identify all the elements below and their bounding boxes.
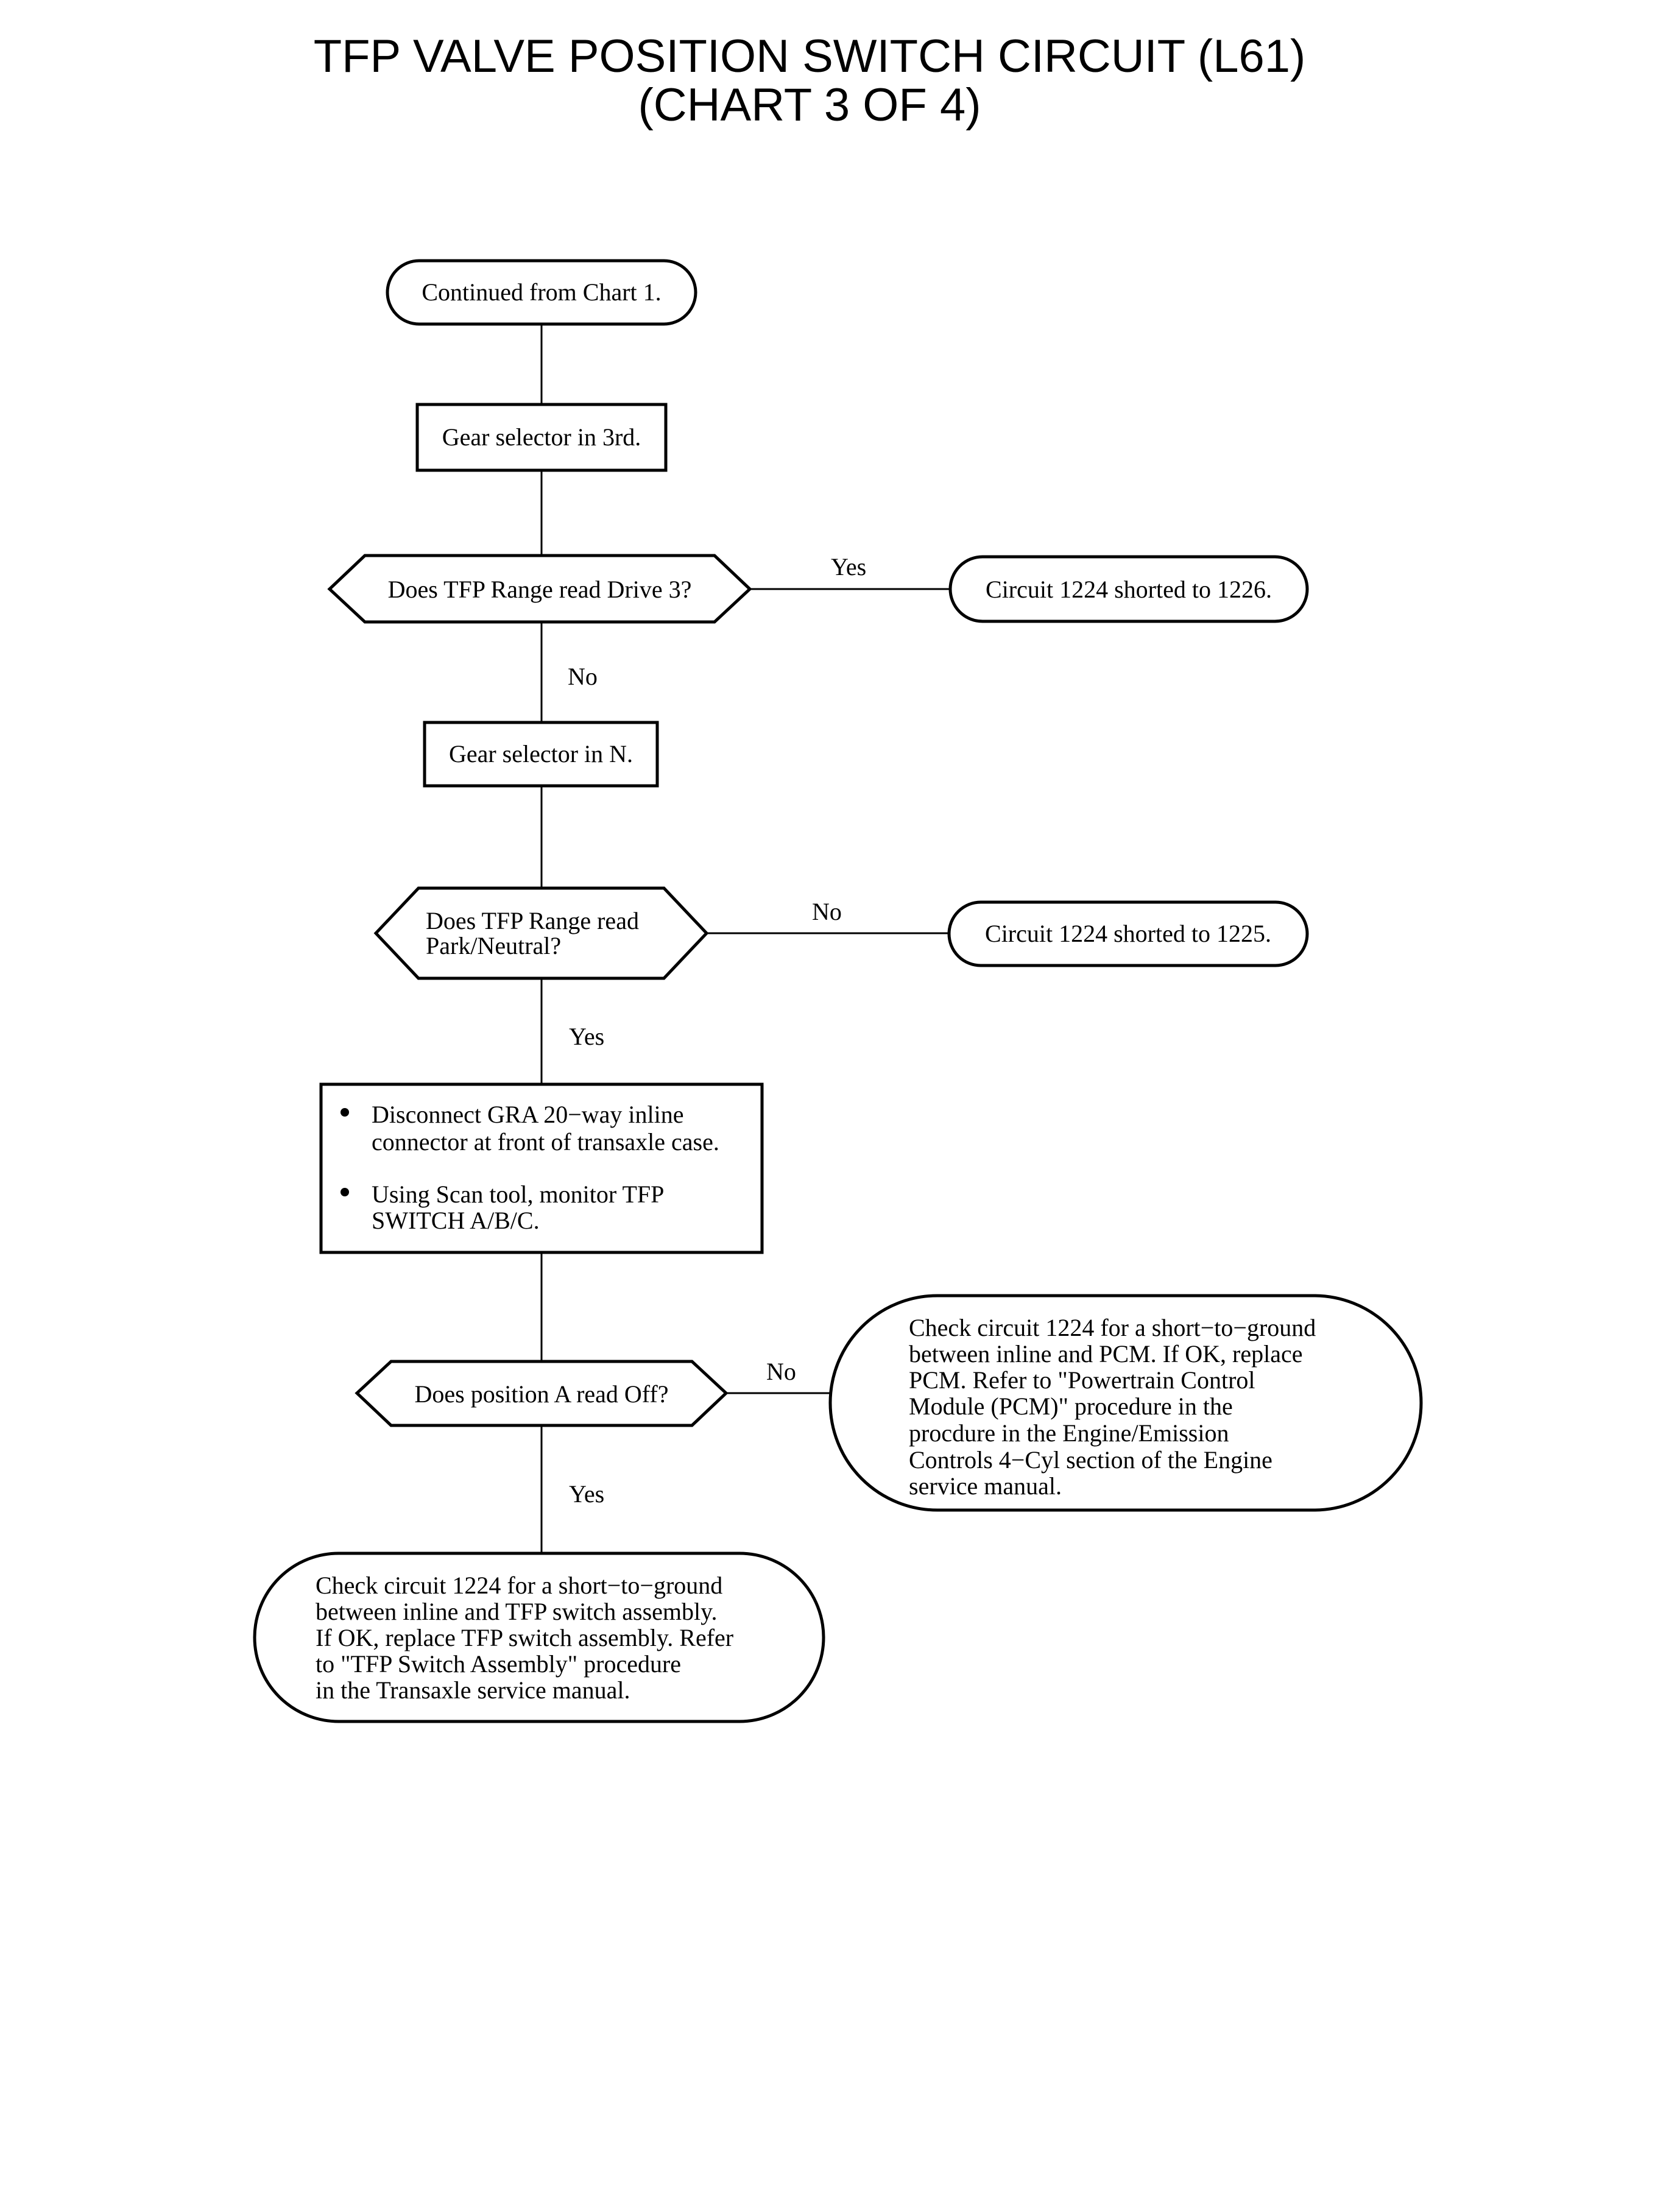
node-short1225-text: Circuit 1224 shorted to 1225. — [985, 920, 1271, 947]
node-check-pcm-line3: PCM. Refer to "Powertrain Control — [909, 1366, 1255, 1394]
terminator-shape — [947, 900, 1309, 967]
terminator-shape — [253, 1552, 825, 1723]
node-check-tfp: Check circuit 1224 for a short−to−ground… — [253, 1552, 825, 1723]
label-drive3-yes: Yes — [831, 553, 866, 581]
node-gear3-text: Gear selector in 3rd. — [442, 423, 641, 451]
label-park-no: No — [812, 898, 842, 925]
label-park-yes: Yes — [569, 1023, 604, 1050]
node-short1225: Circuit 1224 shorted to 1225. — [947, 900, 1309, 967]
node-check-tfp-line5: in the Transaxle service manual. — [316, 1676, 630, 1704]
diagram-title-line2: (CHART 3 OF 4) — [638, 79, 981, 131]
node-disconnect-b2-line1: Using Scan tool, monitor TFP — [372, 1181, 664, 1208]
terminator-shape — [948, 555, 1309, 623]
node-disconnect-b1-line1: Disconnect GRA 20−way inline — [372, 1101, 683, 1128]
node-gearN: Gear selector in N. — [423, 721, 659, 788]
terminator-shape — [828, 1294, 1423, 1512]
decision-shape — [373, 886, 709, 980]
node-q-drive3-text: Does TFP Range read Drive 3? — [388, 576, 692, 603]
node-check-pcm-line6: Controls 4−Cyl section of the Engine — [909, 1446, 1272, 1474]
node-check-tfp-line4: to "TFP Switch Assembly" procedure — [316, 1650, 681, 1678]
connectors — [540, 324, 950, 1553]
node-q-posA: Does position A read Off? — [355, 1360, 729, 1427]
label-posA-no: No — [766, 1358, 796, 1385]
node-check-tfp-line2: between inline and TFP switch assembly. — [316, 1598, 718, 1625]
diagram-title-line1: TFP VALVE POSITION SWITCH CIRCUIT (L61) — [313, 30, 1306, 82]
decision-shape — [327, 554, 752, 624]
process-box — [415, 403, 668, 472]
node-start-text: Continued from Chart 1. — [422, 278, 661, 306]
process-box — [423, 721, 659, 788]
node-short1226: Circuit 1224 shorted to 1226. — [948, 555, 1309, 623]
node-disconnect-b2-line2: SWITCH A/B/C. — [372, 1207, 540, 1234]
process-box — [319, 1082, 764, 1254]
bullet-icon — [341, 1188, 349, 1196]
node-check-tfp-line1: Check circuit 1224 for a short−to−ground — [316, 1572, 722, 1599]
node-disconnect: Disconnect GRA 20−way inline connector a… — [319, 1082, 764, 1254]
node-check-pcm-line7: service manual. — [909, 1472, 1062, 1500]
node-gearN-text: Gear selector in N. — [449, 740, 633, 768]
node-q-park: Does TFP Range read Park/Neutral? — [373, 886, 709, 980]
terminator-shape — [386, 259, 697, 326]
node-check-pcm: Check circuit 1224 for a short−to−ground… — [828, 1294, 1423, 1512]
node-start: Continued from Chart 1. — [386, 259, 697, 326]
node-gear3: Gear selector in 3rd. — [415, 403, 668, 472]
node-short1226-text: Circuit 1224 shorted to 1226. — [986, 576, 1272, 603]
node-q-drive3: Does TFP Range read Drive 3? — [327, 554, 752, 624]
node-q-park-line2: Park/Neutral? — [426, 932, 561, 959]
node-q-posA-text: Does position A read Off? — [415, 1380, 669, 1408]
node-disconnect-b1-line2: connector at front of transaxle case. — [372, 1128, 719, 1156]
node-check-pcm-line4: Module (PCM)" procedure in the — [909, 1393, 1233, 1420]
node-q-park-line1: Does TFP Range read — [426, 907, 639, 934]
decision-shape — [355, 1360, 729, 1427]
edge-labels: Yes No No Yes No Yes — [568, 553, 866, 1508]
node-check-pcm-line5: procdure in the Engine/Emission — [909, 1419, 1229, 1447]
node-check-tfp-line3: If OK, replace TFP switch assembly. Refe… — [316, 1624, 733, 1651]
bullet-icon — [341, 1108, 349, 1117]
node-check-pcm-line1: Check circuit 1224 for a short−to−ground — [909, 1314, 1316, 1341]
node-check-pcm-line2: between inline and PCM. If OK, replace — [909, 1340, 1302, 1368]
label-posA-yes: Yes — [569, 1480, 604, 1508]
label-drive3-no: No — [568, 663, 598, 690]
